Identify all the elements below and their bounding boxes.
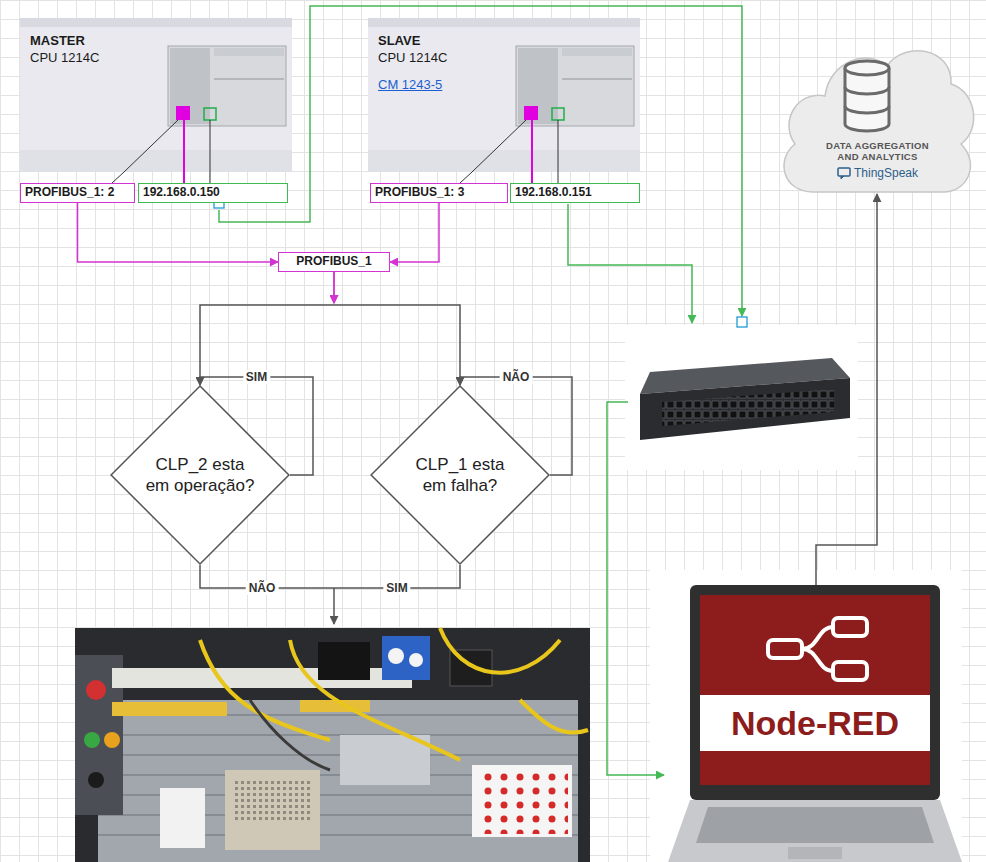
ip-address: 192.168.0.151 (510, 183, 640, 203)
black-bin (318, 642, 370, 680)
diamond-inner: CLP_1 esta em falha? (370, 385, 550, 565)
module-link: CM 1243-5 (378, 76, 442, 93)
decision-text: CLP_2 esta em operação? (144, 454, 256, 496)
connector-line (200, 305, 334, 385)
terminal-board (472, 765, 572, 837)
pneumatic-block (340, 735, 430, 785)
connector-line (334, 305, 460, 385)
cpu-model: CPU 1214C (30, 49, 282, 66)
profibus-address: PROFIBUS_1: 3 (370, 183, 508, 203)
connector-line (816, 194, 877, 585)
plc-panel: SLAVECPU 1214C CM 1243-5 (368, 18, 640, 172)
edge-label: SIM (243, 370, 270, 384)
service-name: ThingSpeak (854, 166, 918, 180)
connection-point (737, 317, 747, 327)
connector-line (390, 203, 439, 262)
network-box: PROFIBUS_1 (278, 252, 390, 272)
device-name: MASTER (30, 32, 282, 49)
address-text: PROFIBUS_1: 3 (375, 184, 503, 201)
branch-label: SIM (383, 581, 410, 595)
yellow-button (104, 732, 120, 748)
ip-address: 192.168.0.150 (138, 183, 288, 203)
diamond-shape (110, 385, 290, 565)
address-text: 192.168.0.150 (143, 184, 283, 201)
ethernet-line (607, 402, 664, 775)
service-caption: DATA AGGREGATION AND ANALYTICS (817, 140, 939, 162)
test-bench-photo (75, 628, 590, 862)
aluminium-base (98, 700, 578, 862)
blue-box (382, 636, 430, 680)
connector (78, 203, 279, 262)
circuit-breaker (160, 788, 205, 848)
red-button (86, 680, 106, 700)
connector (200, 272, 334, 385)
cloud-service: DATA AGGREGATION AND ANALYTICS ThingSpeak (775, 32, 980, 194)
switch-backing (625, 325, 858, 470)
black-button (88, 772, 104, 788)
brand-row: ThingSpeak (775, 166, 980, 180)
connector-lead (333, 272, 335, 303)
switch-ports (662, 389, 834, 426)
switch-front (640, 378, 850, 440)
device-name: SLAVE (378, 32, 630, 49)
brand-icon (837, 167, 851, 180)
yellow-rail (300, 700, 370, 712)
connector-line (78, 203, 279, 262)
diamond-inner: CLP_2 esta em operação? (110, 385, 290, 565)
decision-diamond: CLP_2 esta em operação? (110, 385, 290, 565)
address-text: 192.168.0.151 (515, 184, 635, 201)
port-wire (184, 172, 532, 183)
black-cable (250, 700, 330, 770)
connector-lead (333, 272, 335, 303)
connector (334, 272, 460, 385)
branch-label: NÃO (246, 581, 279, 595)
decision-diamond: CLP_1 esta em falha? (370, 385, 550, 565)
yellow-rail (112, 702, 227, 716)
app-name: Node-RED (700, 695, 930, 751)
photo-ground (75, 628, 590, 862)
terminal-dots (476, 768, 568, 834)
address-text: PROFIBUS_1: 2 (25, 184, 130, 201)
port-wire (112, 172, 558, 183)
profibus-address: PROFIBUS_1: 2 (20, 183, 135, 203)
white-part (409, 653, 423, 667)
plc-panel: MASTERCPU 1214C (20, 18, 292, 172)
connector (390, 203, 439, 262)
address-text: PROFIBUS_1 (283, 253, 385, 270)
ethernet-line (219, 6, 742, 316)
flow-line (333, 588, 335, 624)
laptop-node: Node-RED (668, 585, 962, 862)
white-part (388, 648, 404, 664)
power-supply (225, 770, 320, 850)
ethernet-links (214, 6, 747, 775)
green-button (84, 732, 100, 748)
yellow-cables (200, 628, 588, 760)
connector (816, 194, 877, 585)
decision-text: CLP_1 esta em falha? (404, 454, 516, 496)
network-switch (640, 358, 850, 440)
cpu-model: CPU 1214C (378, 49, 630, 66)
laptop-backing (650, 570, 962, 862)
merge-lines (200, 565, 460, 624)
ethernet-line (568, 204, 692, 323)
edge-label: NÃO (500, 370, 533, 384)
diamond-shape (370, 385, 550, 565)
plc-wires (112, 172, 558, 183)
power-supply-vents (232, 778, 312, 823)
